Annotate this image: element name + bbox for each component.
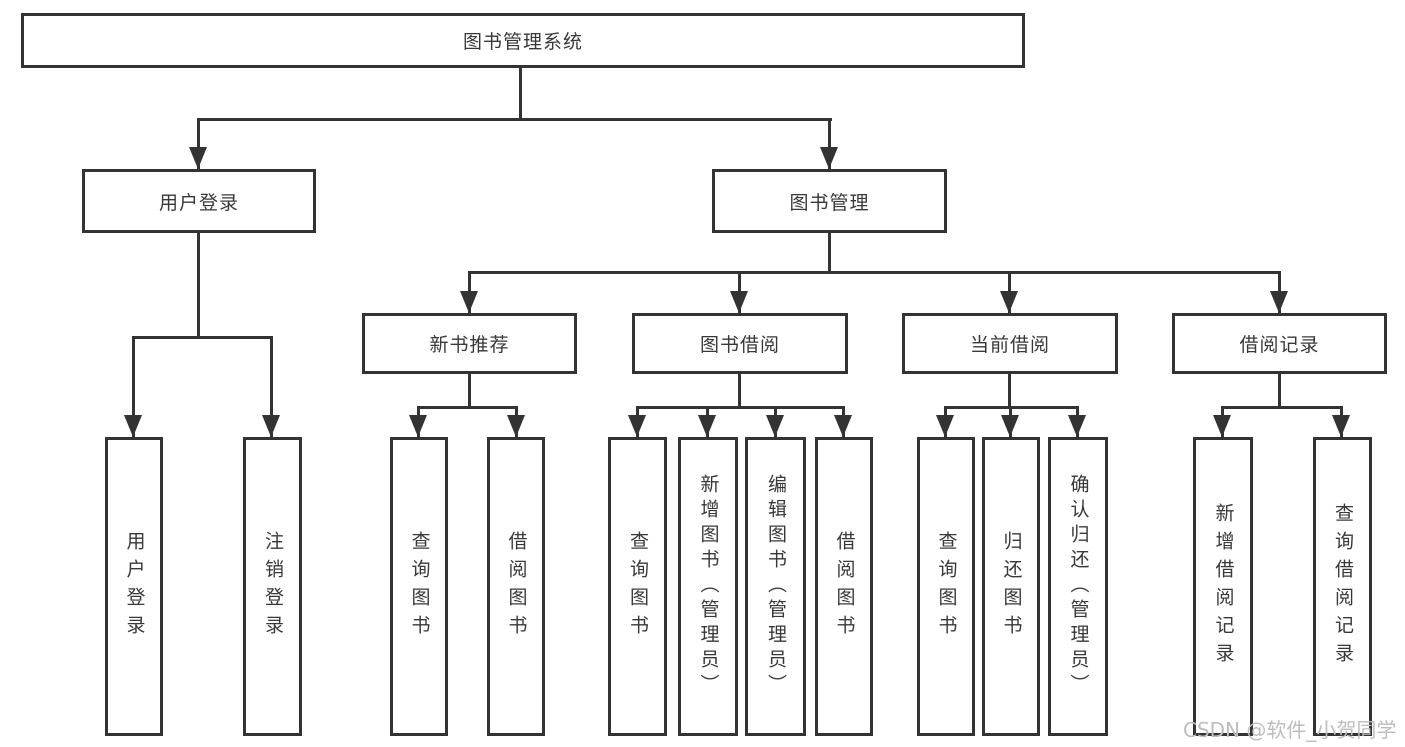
connector-current-borrow-stem bbox=[1008, 374, 1011, 408]
connector-book-borrow-stem bbox=[738, 374, 741, 408]
node-query-book-2-label: 查询图书 bbox=[627, 530, 649, 643]
node-borrow-records-label: 借阅记录 bbox=[1239, 334, 1320, 356]
node-current-borrow: 当前借阅 bbox=[902, 313, 1118, 374]
connector-to-user-login bbox=[132, 336, 135, 437]
connector-book-mgmt-stem bbox=[828, 233, 831, 274]
connector-to-logout bbox=[270, 336, 273, 437]
node-borrow-book-1-label: 借阅图书 bbox=[505, 530, 528, 643]
node-add-book-admin-label: 新增图书（管理员） bbox=[697, 474, 720, 699]
connector-borrow-records-hbar bbox=[1221, 406, 1343, 409]
arrow-down-icon bbox=[1213, 415, 1231, 437]
arrow-down-icon bbox=[124, 415, 142, 437]
node-book-mgmt: 图书管理 bbox=[712, 169, 947, 233]
connector-user-login-group-stem bbox=[197, 233, 200, 339]
node-logout-label: 注销登录 bbox=[262, 530, 284, 643]
node-query-book-1-label: 查询图书 bbox=[408, 530, 431, 643]
node-query-book-1: 查询图书 bbox=[390, 437, 448, 736]
node-query-borrow-record-label: 查询借阅记录 bbox=[1332, 502, 1354, 671]
node-borrow-records: 借阅记录 bbox=[1172, 313, 1387, 374]
connector-borrow-records-stem bbox=[1278, 374, 1281, 408]
node-book-borrow: 图书借阅 bbox=[632, 313, 848, 374]
arrow-down-icon bbox=[834, 415, 852, 437]
csdn-watermark: CSDN @软件_小贺同学 bbox=[1183, 718, 1397, 742]
arrow-down-icon bbox=[262, 415, 280, 437]
node-borrow-book-1: 借阅图书 bbox=[487, 437, 545, 736]
node-book-mgmt-label: 图书管理 bbox=[789, 191, 870, 214]
connector-to-book-mgmt bbox=[828, 118, 831, 169]
arrow-down-icon bbox=[766, 415, 784, 437]
node-borrow-book-2: 借阅图书 bbox=[815, 437, 873, 736]
arrow-down-icon bbox=[507, 415, 525, 437]
arrow-down-icon bbox=[1270, 291, 1288, 313]
node-user-login-group-label: 用户登录 bbox=[158, 191, 239, 214]
connector-user-login-group-hbar bbox=[132, 336, 273, 339]
arrow-down-icon bbox=[189, 147, 207, 169]
arrow-down-icon bbox=[936, 415, 954, 437]
node-user-login-group: 用户登录 bbox=[82, 169, 316, 233]
node-confirm-return-admin-label: 确认归还（管理员） bbox=[1067, 474, 1090, 699]
node-logout: 注销登录 bbox=[243, 437, 302, 736]
arrow-down-icon bbox=[1000, 291, 1018, 313]
connector-to-user-login-group bbox=[197, 118, 200, 169]
node-new-book-rec: 新书推荐 bbox=[362, 313, 577, 374]
arrow-down-icon bbox=[1001, 415, 1019, 437]
connector-new-book-rec-hbar bbox=[417, 406, 518, 409]
connector-book-mgmt-hbar bbox=[468, 271, 1281, 274]
node-user-login: 用户登录 bbox=[105, 437, 163, 736]
node-user-login-label: 用户登录 bbox=[123, 530, 146, 643]
node-new-book-rec-label: 新书推荐 bbox=[429, 334, 510, 356]
arrow-down-icon bbox=[628, 415, 646, 437]
arrow-down-icon bbox=[460, 291, 478, 313]
node-return-book-label: 归还图书 bbox=[1000, 530, 1023, 643]
node-current-borrow-label: 当前借阅 bbox=[969, 334, 1050, 356]
arrow-down-icon bbox=[1068, 415, 1086, 437]
node-edit-book-admin: 编辑图书（管理员） bbox=[745, 437, 806, 736]
node-edit-book-admin-label: 编辑图书（管理员） bbox=[765, 474, 787, 699]
node-query-book-2: 查询图书 bbox=[608, 437, 667, 736]
node-add-borrow-record: 新增借阅记录 bbox=[1193, 437, 1253, 736]
node-query-book-3: 查询图书 bbox=[917, 437, 975, 736]
arrow-down-icon bbox=[820, 147, 838, 169]
connector-book-borrow-hbar bbox=[636, 406, 845, 409]
connector-root-stem bbox=[519, 68, 522, 120]
arrow-down-icon bbox=[698, 415, 716, 437]
node-add-book-admin: 新增图书（管理员） bbox=[678, 437, 738, 736]
node-borrow-book-2-label: 借阅图书 bbox=[833, 530, 856, 643]
arrow-down-icon bbox=[730, 291, 748, 313]
node-query-borrow-record: 查询借阅记录 bbox=[1313, 437, 1372, 736]
connector-root-hbar bbox=[197, 118, 832, 121]
node-root-label: 图书管理系统 bbox=[462, 31, 583, 53]
node-book-borrow-label: 图书借阅 bbox=[699, 334, 780, 356]
node-root: 图书管理系统 bbox=[21, 13, 1025, 68]
arrow-down-icon bbox=[1332, 415, 1350, 437]
arrow-down-icon bbox=[409, 415, 427, 437]
node-add-borrow-record-label: 新增借阅记录 bbox=[1212, 502, 1235, 671]
node-return-book: 归还图书 bbox=[982, 437, 1040, 736]
node-confirm-return-admin: 确认归还（管理员） bbox=[1048, 437, 1108, 736]
node-query-book-3-label: 查询图书 bbox=[935, 530, 958, 643]
connector-new-book-rec-stem bbox=[468, 374, 471, 408]
